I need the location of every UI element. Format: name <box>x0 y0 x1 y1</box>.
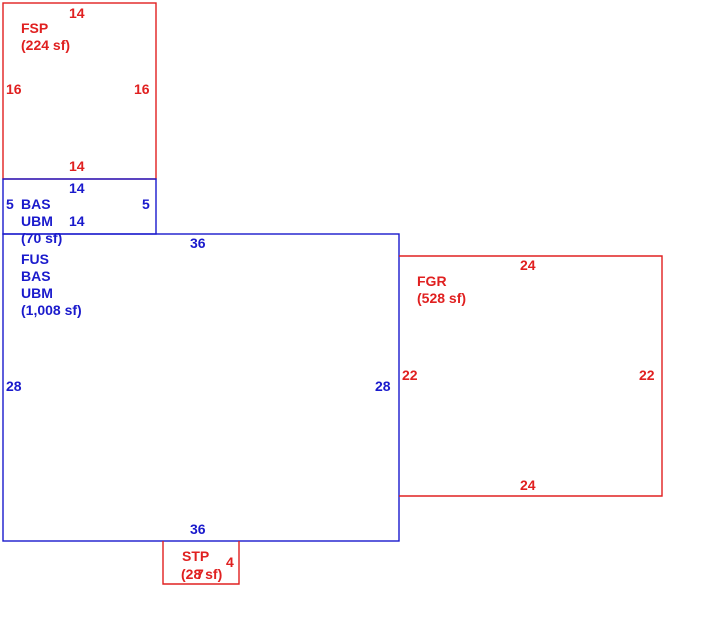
bas-small-dim-top: 14 <box>69 180 85 196</box>
main-line1: FUS <box>21 251 49 267</box>
fsp-dim-top: 14 <box>69 5 85 21</box>
fsp-dim-bottom: 14 <box>69 158 85 174</box>
fsp-name: FSP <box>21 20 48 36</box>
bas-small-dim-bottom: 14 <box>69 213 85 229</box>
main-line2: BAS <box>21 268 51 284</box>
fgr-outline <box>399 255 663 497</box>
fgr-dim-left: 22 <box>402 367 418 383</box>
main-dim-left: 28 <box>6 378 22 394</box>
fsp-dim-left: 16 <box>6 81 22 97</box>
main-dim-bottom: 36 <box>190 521 206 537</box>
stp-dim-right: 4 <box>226 554 234 570</box>
bas-small-line2: UBM <box>21 213 53 229</box>
main-dim-top: 36 <box>190 235 206 251</box>
stp-outline <box>162 541 240 585</box>
bas-small-line1: BAS <box>21 196 51 212</box>
bas-small-dim-right: 5 <box>142 196 150 212</box>
main-dim-right: 28 <box>375 378 391 394</box>
main-line3: UBM <box>21 285 53 301</box>
fgr-name: FGR <box>417 273 447 289</box>
fgr-dim-right: 22 <box>639 367 655 383</box>
stp-area: (28 sf) <box>181 566 222 582</box>
fgr-dim-top: 24 <box>520 257 536 273</box>
stp-dim-bottom: 7 <box>196 566 204 582</box>
main-area-outline <box>2 233 400 542</box>
main-area: (1,008 sf) <box>21 302 82 318</box>
fgr-dim-bottom: 24 <box>520 477 536 493</box>
bas-small-area: (70 sf) <box>21 230 62 246</box>
stp-name: STP <box>182 548 209 564</box>
fsp-area: (224 sf) <box>21 37 70 53</box>
bas-small-dim-left: 5 <box>6 196 14 212</box>
fsp-dim-right: 16 <box>134 81 150 97</box>
fgr-area: (528 sf) <box>417 290 466 306</box>
